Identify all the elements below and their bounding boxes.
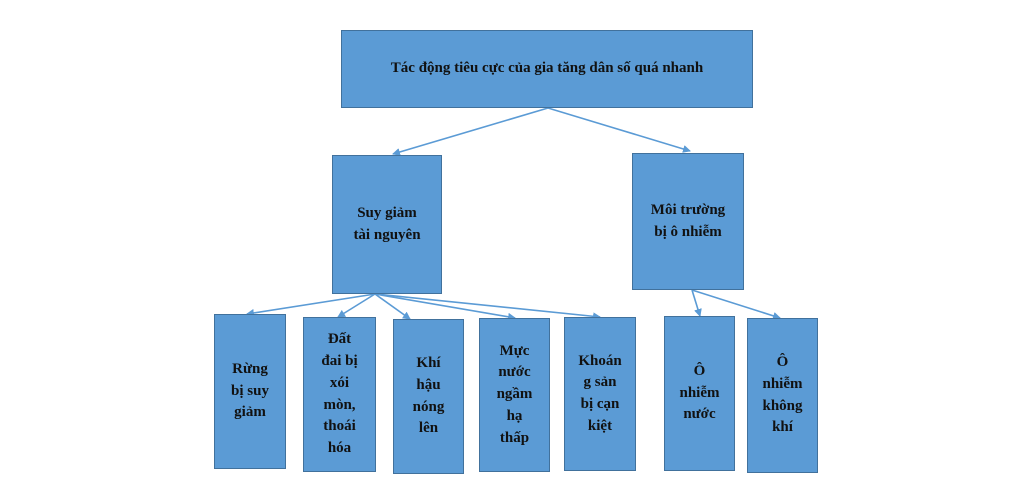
connector-branch-1-to-child-1 bbox=[246, 293, 376, 317]
leaf-node-mineral-depletion: Khoán g sản bị cạn kiệt bbox=[564, 317, 636, 471]
branch-node-resource-depletion: Suy giảm tài nguyên bbox=[332, 155, 442, 294]
leaf-node-groundwater-drop: Mực nước ngầm hạ thấp bbox=[479, 318, 550, 472]
connector-branch-1-to-child-4 bbox=[374, 293, 516, 321]
root-node: Tác động tiêu cực của gia tăng dân số qu… bbox=[341, 30, 753, 108]
leaf-node-land-erosion: Đất đai bị xói mòn, thoái hóa bbox=[303, 317, 376, 472]
connector-root-to-branch-2 bbox=[547, 107, 691, 153]
leaf-node-forest-decline: Rừng bị suy giảm bbox=[214, 314, 286, 469]
branch-node-environmental-pollution: Môi trường bị ô nhiễm bbox=[632, 153, 744, 290]
leaf-node-air-pollution: Ô nhiễm không khí bbox=[747, 318, 818, 473]
connector-root-to-branch-1 bbox=[392, 107, 549, 156]
connector-branch-2-to-child-2 bbox=[691, 289, 781, 320]
connector-branch-1-to-child-3 bbox=[374, 293, 411, 320]
leaf-node-water-pollution: Ô nhiễm nước bbox=[664, 316, 735, 471]
leaf-node-climate-warming: Khí hậu nóng lên bbox=[393, 319, 464, 474]
connector-branch-1-to-child-5 bbox=[374, 293, 601, 321]
connector-branch-2-to-child-1 bbox=[691, 289, 702, 317]
connector-branch-1-to-child-2 bbox=[337, 293, 376, 318]
